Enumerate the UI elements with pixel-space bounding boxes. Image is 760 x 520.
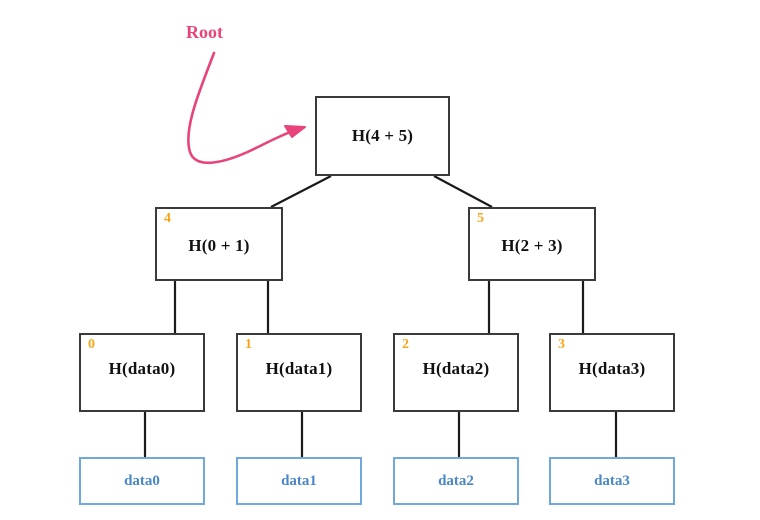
node-label-inner-4: H(0 + 1) <box>188 236 250 255</box>
node-label-inner-5: H(2 + 3) <box>501 236 563 255</box>
root-curved-arrow <box>187 51 304 165</box>
node-label-data-0: data0 <box>124 472 160 489</box>
node-index-hash-2: 2 <box>402 337 409 352</box>
node-label-hash-3: H(data3) <box>578 358 646 378</box>
root-to-inner-5 <box>433 175 493 208</box>
node-data-3: data3 <box>549 457 675 505</box>
node-label-hash-1: H(data1) <box>265 358 333 378</box>
node-label-data-1: data1 <box>281 472 317 489</box>
node-data-2: data2 <box>393 457 519 505</box>
node-label-hash-2: H(data2) <box>422 358 490 378</box>
node-label-data-2: data2 <box>438 472 474 489</box>
node-index-inner-5: 5 <box>477 211 484 226</box>
node-label-hash-0: H(data0) <box>108 358 176 378</box>
root-annotation-label: Root <box>186 22 223 42</box>
arrow-head-icon <box>284 125 306 138</box>
node-label-root: H(4 + 5) <box>351 126 414 145</box>
root-annotation-arrow <box>187 51 306 165</box>
node-index-hash-1: 1 <box>245 337 252 352</box>
node-root: H(4 + 5) <box>315 96 450 176</box>
node-index-hash-3: 3 <box>558 337 565 352</box>
root-to-inner-4 <box>270 175 332 208</box>
node-label-data-3: data3 <box>594 472 630 489</box>
node-data-0: data0 <box>79 457 205 505</box>
node-data-1: data1 <box>236 457 362 505</box>
node-index-inner-4: 4 <box>164 211 171 226</box>
node-index-hash-0: 0 <box>88 337 95 352</box>
